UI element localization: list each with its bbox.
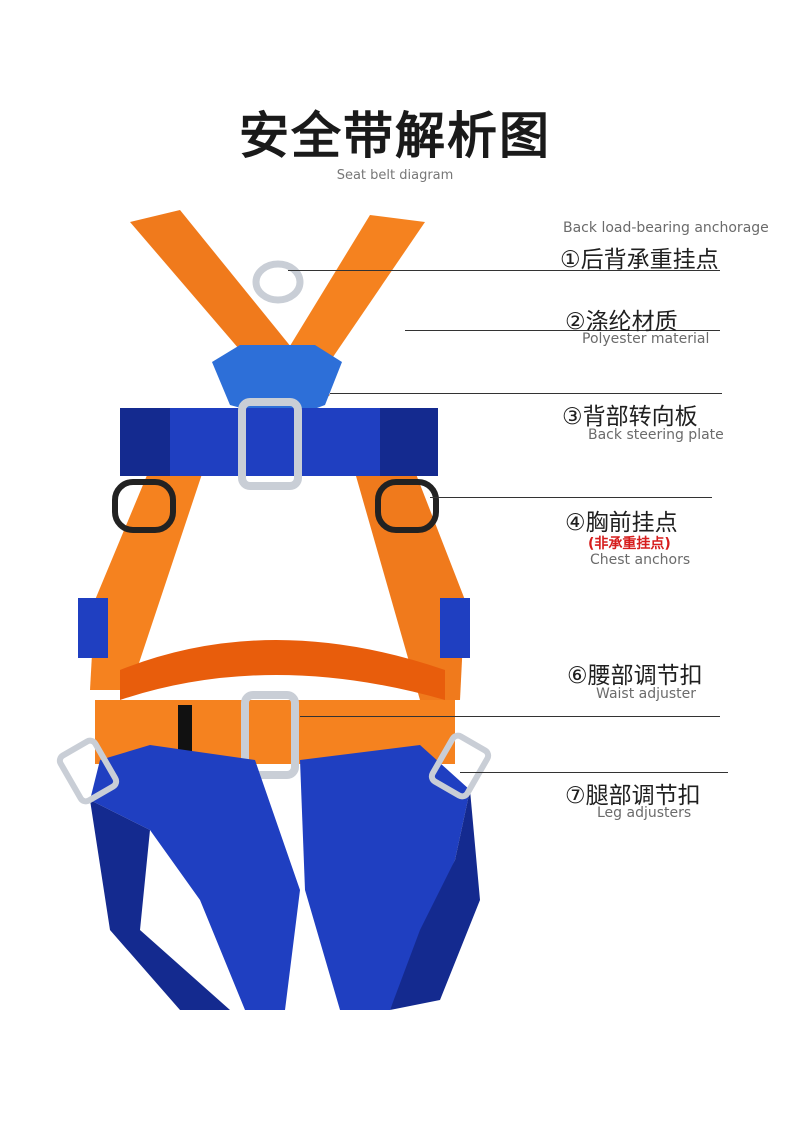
leg-loop-left <box>90 745 300 1010</box>
leg-adjuster-left <box>56 737 120 805</box>
side-pad-left <box>78 598 108 658</box>
callout-leg-zh: ⑦腿部调节扣 <box>565 783 701 809</box>
chest-buckle <box>238 398 302 490</box>
chest-d-ring-right <box>375 479 439 533</box>
callout-waist-en: Waist adjuster <box>596 686 697 702</box>
callout-back-en: Back load-bearing anchorage <box>563 220 769 236</box>
callout-back-zh: ①后背承重挂点 <box>560 247 719 273</box>
callout-leg-en: Leg adjusters <box>597 805 692 821</box>
waist-belt-back <box>120 640 445 700</box>
leg-loop-right-outer <box>390 790 480 1010</box>
chest-d-ring-left <box>112 479 176 533</box>
page-title: 安全带解析图 <box>239 107 551 165</box>
leg-loop-left-outer <box>90 800 230 1010</box>
leader-line-waist <box>300 716 720 717</box>
side-pad-right <box>440 598 470 658</box>
leader-line-back <box>288 270 720 271</box>
callout-polyester-en: Polyester material <box>582 331 710 347</box>
callout-waist-zh: ⑥腰部调节扣 <box>567 663 703 689</box>
front-strap-left <box>90 420 220 690</box>
callout-chest-zh: ④胸前挂点 <box>565 510 678 536</box>
leg-adjuster-right <box>428 732 492 800</box>
leader-line-steering <box>330 393 722 394</box>
page-subtitle: Seat belt diagram <box>336 168 454 183</box>
callout-chest-en: Chest anchors <box>590 552 691 568</box>
leader-line-leg <box>460 772 728 773</box>
callout-polyester-zh: ②涤纶材质 <box>565 309 678 335</box>
leader-line-polyester <box>405 330 720 331</box>
callout-chest-note: (非承重挂点) <box>588 536 671 552</box>
callout-steering-en: Back steering plate <box>588 427 724 443</box>
callout-steering-zh: ③背部转向板 <box>562 404 698 430</box>
chest-belt-cap-right <box>380 408 438 476</box>
back-d-ring <box>252 260 304 304</box>
waist-buckle <box>241 691 299 779</box>
chest-belt-cap-left <box>120 408 170 476</box>
waist-belt-keeper <box>178 705 192 761</box>
leg-loop-right <box>300 745 470 1010</box>
leader-line-chest <box>430 497 712 498</box>
front-strap-right <box>340 420 465 700</box>
